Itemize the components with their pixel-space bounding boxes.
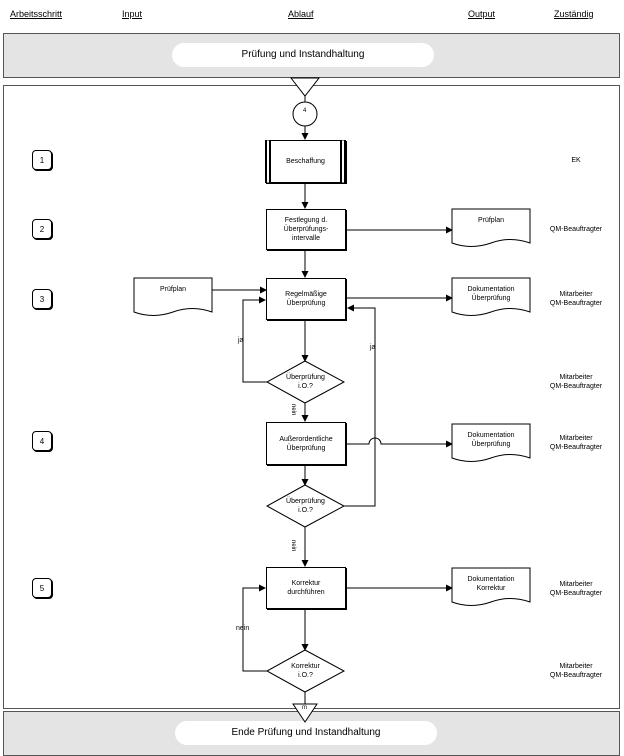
label-nein-1: nein bbox=[290, 404, 296, 416]
header-ablauf: Ablauf bbox=[288, 9, 314, 19]
decision-diamond-1 bbox=[265, 360, 346, 404]
offpage-connector-top bbox=[289, 77, 321, 97]
decision-2-text: Überprüfung i.O.? bbox=[286, 498, 325, 514]
doc-shape-out-doc1 bbox=[451, 277, 531, 316]
step-1: 1 bbox=[32, 150, 52, 170]
responsible-1: EK bbox=[571, 157, 581, 164]
responsible-4: Mitarbeiter QM-Beauftragter bbox=[549, 374, 603, 390]
header-input: Input bbox=[122, 9, 143, 19]
decision-1-text: Überprüfung i.O.? bbox=[286, 374, 325, 390]
step-5: 5 bbox=[32, 578, 52, 598]
step-4: 4 bbox=[32, 431, 52, 451]
connector-top-label: 4 bbox=[303, 108, 307, 114]
header-output: Output bbox=[468, 9, 496, 19]
label-nein-2: nein bbox=[290, 540, 296, 552]
responsible-5: Mitarbeiter QM-Beauftragter bbox=[549, 435, 603, 451]
doc-shape-out-doc2 bbox=[451, 423, 531, 462]
doc-shape-input-pruefplan bbox=[133, 277, 213, 316]
responsible-3: Mitarbeiter QM-Beauftragter bbox=[549, 291, 603, 307]
process-beschaffung: Beschaffung bbox=[265, 140, 346, 183]
responsible-6: Mitarbeiter QM-Beauftragter bbox=[549, 581, 603, 597]
process-festlegung: Festlegung d. Überprüfungs- intervalle bbox=[266, 209, 346, 250]
process-regelmaessig: Regelmäßige Überprüfung bbox=[266, 278, 346, 320]
decision-diamond-2 bbox=[265, 484, 346, 528]
step-2: 2 bbox=[32, 219, 52, 239]
connector-bottom-label: m bbox=[302, 705, 307, 711]
responsible-7: Mitarbeiter QM-Beauftragter bbox=[549, 663, 603, 679]
decision-diamond-3 bbox=[265, 649, 346, 693]
doc-out-doc2: Dokumentation Überprüfung bbox=[467, 432, 515, 448]
header-arbeitsschritt: Arbeitsschritt bbox=[10, 9, 63, 19]
label-ja-2: ja bbox=[370, 344, 376, 351]
label-ja-1: ja bbox=[238, 337, 244, 344]
header-zustaendig: Zuständig bbox=[554, 9, 594, 19]
process-ausserordentlich: Außerordentliche Überprüfung bbox=[266, 422, 346, 465]
responsible-2: QM-Beauftragter bbox=[549, 226, 603, 233]
label-nein-3: nein bbox=[236, 625, 250, 632]
process-korrektur: Korrektur durchführen bbox=[266, 567, 346, 609]
doc-shape-out-pruefplan bbox=[451, 208, 531, 247]
top-banner: Prüfung und Instandhaltung bbox=[172, 43, 434, 67]
doc-out-pruefplan: Prüfplan bbox=[477, 217, 505, 224]
bottom-banner: Ende Prüfung und Instandhaltung bbox=[175, 721, 437, 745]
circle-connector bbox=[292, 101, 318, 127]
doc-out-doc3: Dokumentation Korrektur bbox=[467, 576, 515, 592]
doc-input-pruefplan: Prüfplan bbox=[159, 286, 187, 293]
doc-shape-out-doc3 bbox=[451, 567, 531, 606]
offpage-connector-bottom bbox=[292, 703, 318, 723]
doc-out-doc1: Dokumentation Überprüfung bbox=[467, 286, 515, 302]
decision-3-text: Korrektur i.O.? bbox=[291, 663, 320, 679]
step-3: 3 bbox=[32, 289, 52, 309]
